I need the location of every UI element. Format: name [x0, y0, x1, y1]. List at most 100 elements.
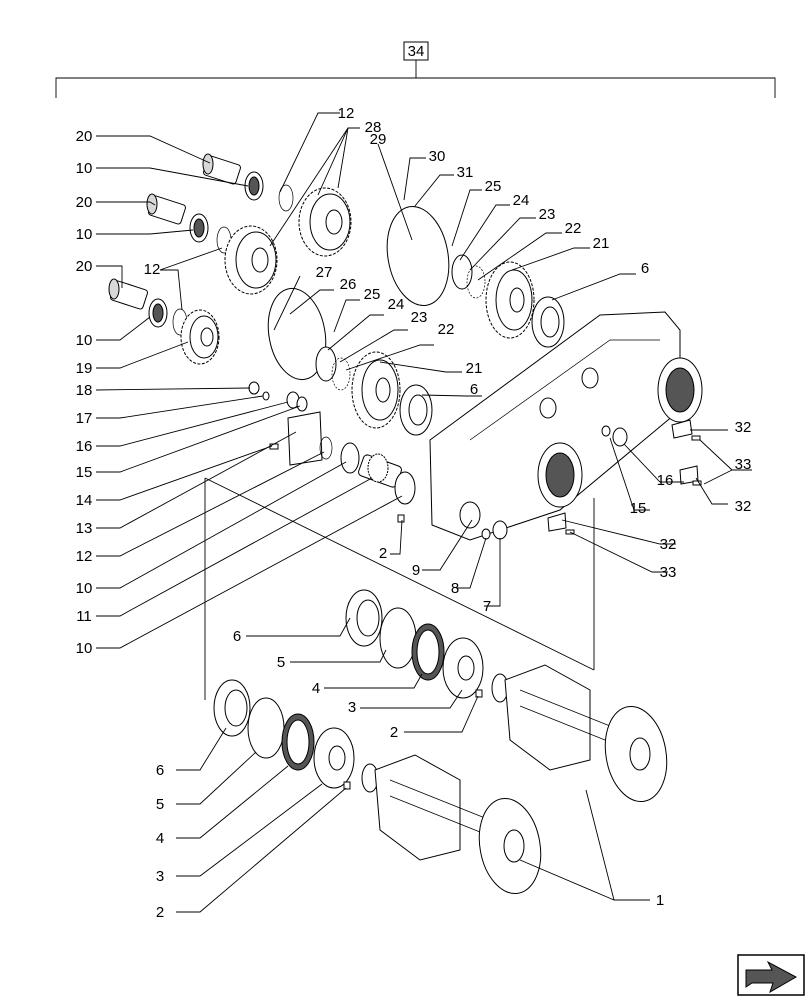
callout-13: 13 [76, 520, 93, 537]
callout-labels: 20 10 20 10 20 10 19 18 17 16 15 14 13 1… [76, 105, 752, 921]
callout-6: 6 [641, 260, 649, 277]
callout-7: 7 [483, 598, 491, 615]
gear-19 [180, 309, 220, 365]
gear-28-a [298, 187, 352, 257]
shaft-20-b [146, 193, 186, 225]
callout-4: 4 [156, 830, 164, 847]
screw-2-c [343, 781, 351, 790]
bearing-10-c [148, 298, 168, 328]
callout-3: 3 [156, 868, 164, 885]
bearing-10-a [244, 171, 264, 201]
bearing-10-d [340, 442, 360, 474]
callout-31: 31 [457, 164, 474, 181]
housing-9 [429, 311, 703, 541]
ring-15 [296, 396, 308, 412]
callout-10: 10 [76, 640, 93, 657]
bearing-10-b [189, 213, 209, 243]
callout-9: 9 [412, 562, 420, 579]
callout-17: 17 [76, 410, 93, 427]
gear-21-a [485, 261, 535, 339]
gear-28-b [224, 225, 278, 295]
bearing-10-e [394, 471, 416, 505]
plug-16 [612, 427, 628, 447]
callout-29: 29 [370, 131, 387, 148]
callout-20: 20 [76, 258, 93, 275]
snap-ring-12-d [319, 436, 333, 460]
callout-32: 32 [660, 536, 677, 553]
plate-32-a [671, 419, 693, 439]
callout-16: 16 [76, 438, 93, 455]
bearing-6-a [531, 296, 565, 348]
callout-30: 30 [429, 148, 446, 165]
bearing-6-b [399, 384, 433, 436]
drive-shaft-1-a [491, 664, 668, 803]
ring-5-b [247, 697, 285, 759]
callout-6: 6 [233, 628, 241, 645]
callout-22: 22 [438, 321, 455, 338]
plug-18 [248, 381, 260, 395]
callout-27: 27 [316, 264, 333, 281]
callout-15: 15 [630, 500, 647, 517]
bearing-6-c [345, 589, 383, 647]
washer-15 [601, 425, 611, 437]
callout-33: 33 [735, 456, 752, 473]
callout-10: 10 [76, 160, 93, 177]
callout-1: 1 [656, 892, 664, 909]
callout-3: 3 [348, 699, 356, 716]
callout-24: 24 [388, 296, 405, 313]
callout-14: 14 [76, 492, 93, 509]
washer-17 [262, 391, 270, 401]
seal-22-b [315, 346, 337, 382]
callout-18: 18 [76, 382, 93, 399]
ring-7 [492, 520, 508, 540]
ring-23-b [331, 357, 351, 391]
callout-33: 33 [660, 564, 677, 581]
callout-21: 21 [593, 235, 610, 252]
callout-5: 5 [277, 654, 285, 671]
callout-12: 12 [76, 548, 93, 565]
callout-2: 2 [390, 724, 398, 741]
callout-2: 2 [379, 545, 387, 562]
callout-22: 22 [565, 220, 582, 237]
bolt-33-a [691, 435, 701, 441]
assembly-bracket: 34 [55, 41, 776, 98]
callout-20: 20 [76, 128, 93, 145]
callout-15: 15 [76, 464, 93, 481]
bolt-33-b [692, 480, 702, 486]
callout-12: 12 [144, 261, 161, 278]
cover-29 [386, 205, 450, 307]
callout-25: 25 [364, 286, 381, 303]
callout-32: 32 [735, 419, 752, 436]
callout-20: 20 [76, 194, 93, 211]
shaft-20-c [108, 278, 148, 310]
callout-23: 23 [539, 206, 556, 223]
seal-22-a [451, 254, 473, 290]
callout-21: 21 [466, 360, 483, 377]
callout-2: 2 [156, 904, 164, 921]
bearing-6-d [213, 679, 251, 737]
callout-12: 12 [338, 105, 355, 122]
cover-14 [287, 411, 323, 466]
snap-ring-12-a [278, 184, 294, 212]
callout-16: 16 [657, 472, 674, 489]
next-page-arrow-icon[interactable] [737, 954, 805, 996]
ring-23-a [466, 265, 486, 299]
plate-32-c [547, 512, 567, 532]
callout-5: 5 [156, 796, 164, 813]
fitting-8 [481, 528, 491, 540]
callout-4: 4 [312, 680, 320, 697]
callout-10: 10 [76, 332, 93, 349]
assembly-number: 34 [408, 43, 425, 60]
callout-8: 8 [451, 580, 459, 597]
callout-26: 26 [340, 276, 357, 293]
callout-6: 6 [470, 381, 478, 398]
callout-6: 6 [156, 762, 164, 779]
drive-shaft-1-b [361, 754, 542, 895]
shaft-20-a [202, 153, 241, 185]
callout-28: 28 [365, 119, 382, 136]
ring-5-a [379, 607, 417, 669]
callout-25: 25 [485, 178, 502, 195]
screw-2-a [397, 514, 405, 523]
callout-32: 32 [735, 498, 752, 515]
